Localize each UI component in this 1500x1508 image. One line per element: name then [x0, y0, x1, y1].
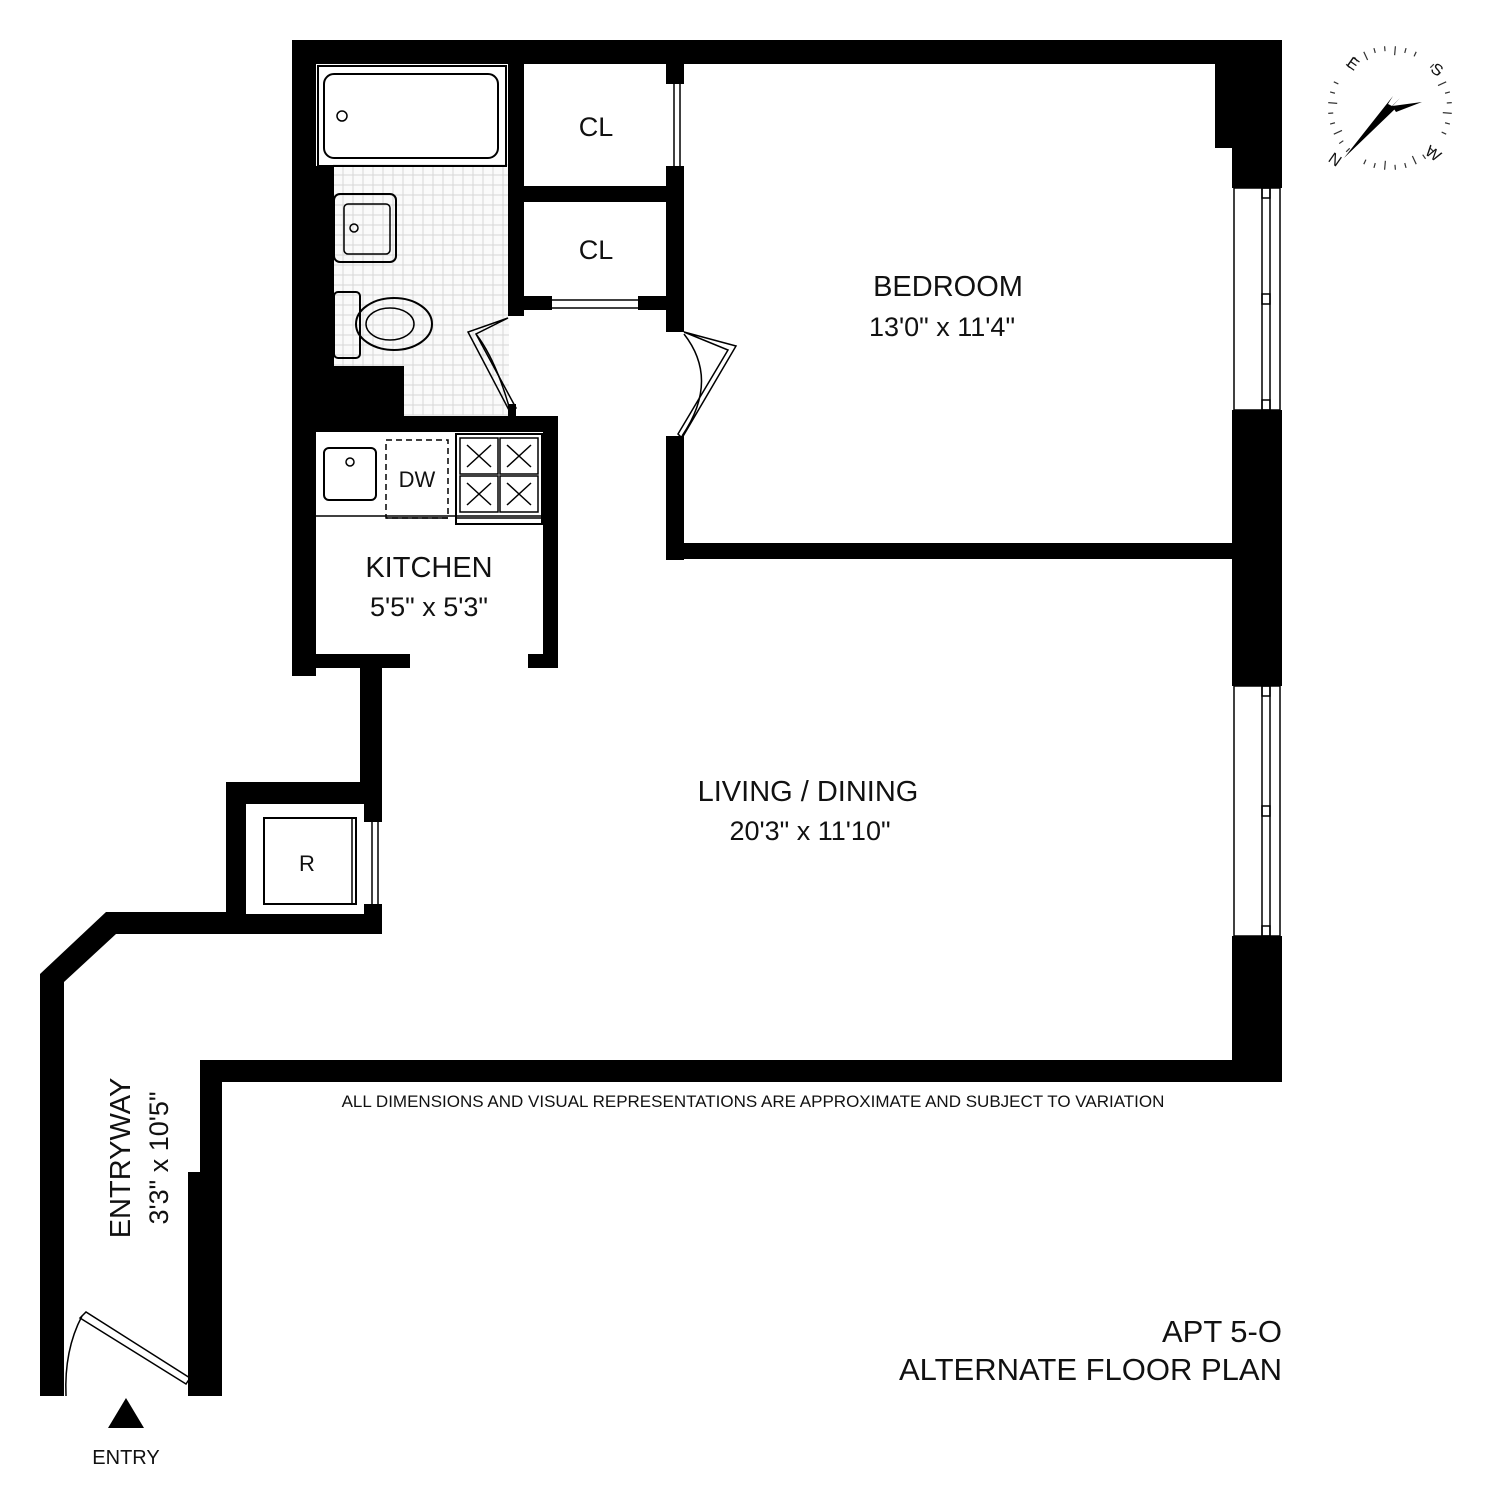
wall-right-top: [1232, 40, 1282, 188]
sink-icon: [333, 193, 397, 263]
closet-1-door: [673, 84, 681, 166]
wall-bottom-living: [200, 1060, 1282, 1082]
wall-bath-kitchen-divider: [316, 416, 558, 432]
living-name: LIVING / DINING: [698, 776, 919, 808]
wall-fridge-top: [226, 782, 382, 804]
plan-subtitle: ALTERNATE FLOOR PLAN: [899, 1352, 1282, 1387]
wall-bedroom-left-top: [666, 64, 684, 84]
wall-fridge-top-connector: [360, 668, 382, 786]
entryway-name: ENTRYWAY: [105, 1078, 137, 1239]
entryway-dims: 3'3" x 10'5": [144, 1091, 174, 1224]
wall-kitchen-bottom-left: [292, 654, 410, 668]
wall-bedroom-bottom: [666, 543, 1234, 559]
wall-bedroom-left-low: [666, 436, 684, 560]
bedroom-dims: 13'0" x 11'4": [869, 312, 1015, 342]
refrigerator-label: R: [299, 851, 315, 876]
wall-closet-bottom-left: [516, 296, 552, 310]
refrigerator-icon: [263, 817, 357, 905]
wall-bedroom-left-mid: [666, 166, 684, 332]
living-dims: 20'3" x 11'10": [729, 816, 890, 846]
walls: [40, 40, 1282, 1396]
compass-w-label: W: [1422, 143, 1445, 166]
wall-fridge-left: [226, 782, 246, 916]
wall-entry-right-lower: [188, 1172, 222, 1396]
wall-bathroom-block: [316, 166, 334, 416]
compass-s-label: S: [1427, 60, 1445, 80]
kitchen-fixtures: [263, 433, 543, 905]
wall-right-pier-top-step: [1215, 64, 1235, 148]
dishwasher-icon: [385, 439, 449, 519]
window-bedroom: [1233, 187, 1281, 411]
entry-door: [65, 1311, 192, 1397]
wall-fridge-bottom: [226, 914, 382, 934]
unit-title: APT 5-O: [1162, 1314, 1282, 1349]
wall-entry-right-upper: [200, 1060, 222, 1172]
wall-top: [292, 40, 1282, 64]
dishwasher-label: DW: [399, 467, 436, 492]
disclaimer-note: ALL DIMENSIONS AND VISUAL REPRESENTATION…: [342, 1092, 1165, 1111]
wall-right-mid: [1232, 410, 1282, 686]
bedroom-door: [677, 331, 738, 440]
bathtub-icon: [317, 65, 507, 167]
wall-closet-divider: [516, 186, 670, 202]
entry-arrow-icon: [108, 1398, 144, 1428]
compass-needle: [1344, 96, 1396, 158]
windows: [1233, 187, 1281, 937]
room-labels: CL CL BEDROOM 13'0" x 11'4" DW KITCHEN 5…: [105, 112, 1023, 1238]
toilet-icon: [333, 291, 433, 359]
closet-1-label: CL: [579, 112, 614, 142]
kitchen-sink-icon: [323, 447, 377, 501]
wall-kitchen-right: [543, 416, 558, 668]
wall-bath-corner: [316, 366, 404, 418]
wall-left-upper: [292, 40, 316, 676]
bathroom-fixtures: [317, 65, 507, 359]
fridge-door: [371, 822, 379, 904]
closet-2-door: [552, 299, 638, 309]
compass-icon: N E S W: [1325, 46, 1452, 171]
bedroom-name: BEDROOM: [873, 271, 1023, 303]
doors: [65, 84, 738, 1397]
wall-right-bottom: [1232, 936, 1282, 1082]
window-living: [1233, 685, 1281, 937]
kitchen-dims: 5'5" x 5'3": [370, 592, 488, 622]
bathroom-door: [466, 317, 517, 414]
wall-fridge-right-top: [364, 782, 382, 822]
kitchen-name: KITCHEN: [365, 552, 492, 584]
compass-e-label: E: [1343, 54, 1361, 74]
entry-label: ENTRY: [92, 1447, 159, 1469]
closet-2-label: CL: [579, 235, 614, 265]
wall-entry-diagonal: [40, 912, 246, 1396]
stove-icon: [455, 433, 543, 525]
compass-n-label: N: [1325, 150, 1344, 171]
